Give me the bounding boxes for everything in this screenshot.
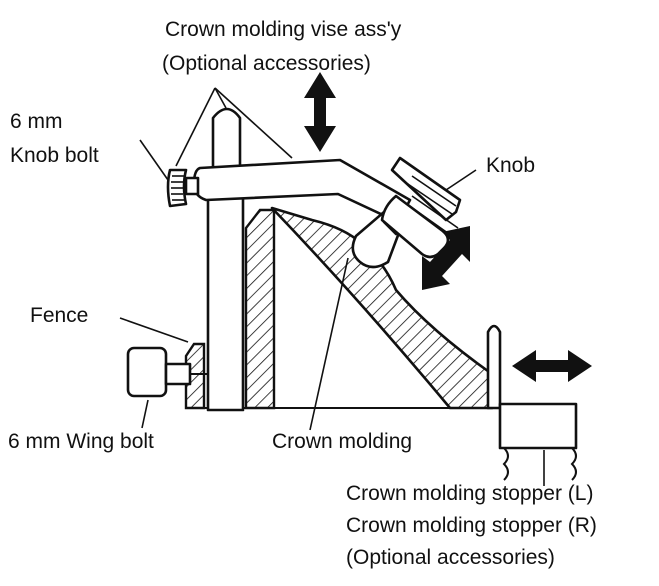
label-stopper-r: Crown molding stopper (R) bbox=[346, 514, 597, 537]
vise-post bbox=[206, 178, 245, 412]
knob-assembly bbox=[351, 156, 462, 269]
arrow-horizontal bbox=[512, 350, 592, 382]
fence bbox=[184, 208, 276, 410]
wing-bolt bbox=[126, 346, 208, 398]
label-knob-bolt-line1: 6 mm bbox=[10, 110, 63, 133]
leader-lines bbox=[119, 87, 545, 486]
knob-bolt bbox=[166, 168, 200, 208]
vise-round-post bbox=[211, 107, 242, 174]
label-vise-line2: (Optional accessories) bbox=[162, 52, 371, 75]
label-knob: Knob bbox=[486, 154, 535, 177]
arrow-vertical bbox=[304, 72, 336, 152]
arrow-diagonal bbox=[422, 226, 470, 290]
label-knob-bolt-line2: Knob bolt bbox=[10, 144, 99, 167]
label-stopper-optional: (Optional accessories) bbox=[346, 546, 555, 569]
label-crown-molding: Crown molding bbox=[272, 430, 412, 453]
label-vise-line1: Crown molding vise ass'y bbox=[165, 18, 402, 41]
label-stopper-l: Crown molding stopper (L) bbox=[346, 482, 593, 505]
label-fence: Fence bbox=[30, 304, 88, 327]
label-wing-bolt: 6 mm Wing bolt bbox=[8, 430, 154, 453]
crown-molding-stopper bbox=[486, 324, 578, 481]
